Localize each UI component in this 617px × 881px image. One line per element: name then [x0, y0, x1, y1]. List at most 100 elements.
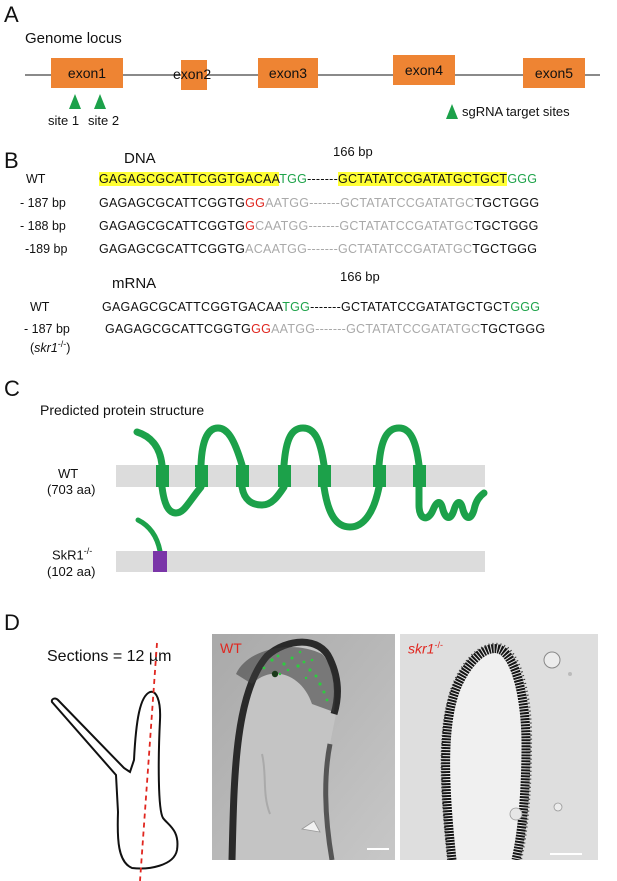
tm4: [278, 465, 291, 487]
skr1-micrograph-image: [400, 634, 598, 860]
protein-mut-sup: -/-: [83, 546, 93, 556]
dna-m187-seg1: GAGAGCGCATTCGGTG: [99, 196, 246, 210]
dna-m187-sequence: GAGAGCGCATTCGGTGGGAATGG-------GCTATATCCG…: [99, 196, 539, 210]
dna-m189-sequence: GAGAGCGCATTCGGTGACAATGG-------GCTATATCCG…: [99, 242, 537, 256]
wt-membrane: [116, 465, 485, 487]
site1-label: site 1: [48, 113, 80, 128]
tm5: [318, 465, 331, 487]
mrna-m187-del1: AATGG: [271, 322, 316, 336]
skr1-sup: -/-: [434, 640, 443, 650]
sections-label: Sections = 12 µm: [47, 648, 172, 665]
dna-m188-del1: CAATGG: [255, 219, 309, 233]
mrna-sublabel-sup: -/-: [57, 339, 67, 349]
mrna-wt-gap: -------: [310, 300, 341, 314]
dna-m189-gap: -------: [307, 242, 338, 256]
panel-a-letter: A: [4, 2, 19, 27]
dna-m189-seg1: GAGAGCGCATTCGGTG: [99, 242, 246, 256]
tm7: [413, 465, 426, 487]
dna-bp-label: 166 bp: [333, 144, 373, 159]
skr1-micrograph: skr1-/-: [400, 634, 598, 860]
protein-wt-aa: (703 aa): [47, 482, 96, 497]
dna-m188-label: - 188 bp: [20, 219, 66, 233]
protein-mut-aa: (102 aa): [47, 564, 96, 579]
wt-tm-helices: [156, 465, 426, 487]
mrna-m187-del2: GCTATATCCGATATGC: [346, 322, 481, 336]
mrna-wt-label: WT: [30, 300, 50, 314]
skr1-micrograph-label: skr1-/-: [408, 640, 443, 657]
exon3: exon3: [258, 58, 318, 88]
mrna-wt-pam2: GGG: [510, 300, 541, 314]
dna-m188-seg2: TGCTGGG: [473, 219, 539, 233]
dna-wt-sequence: GAGAGCGCATTCGGTGACAATGG-------GCTATATCCG…: [99, 172, 537, 186]
skr1-gene: skr1: [408, 640, 435, 657]
panel-c-letter: C: [4, 376, 20, 401]
exon5-label: exon5: [534, 65, 574, 81]
dna-wt-pam1: TGG: [279, 172, 308, 186]
wt-protein-chain: [133, 424, 488, 531]
dna-m189-label: -189 bp: [25, 242, 68, 256]
dna-m187-insert: GG: [245, 196, 266, 210]
protein-title: Predicted protein structure: [40, 402, 205, 418]
sgrna-legend-icon: [446, 104, 458, 119]
dna-m188-del2: GCTATATCCGATATGC: [339, 219, 474, 233]
mrna-m187-gap: -------: [315, 322, 347, 336]
mut-truncated-domain: [153, 551, 167, 572]
mut-protein-chain: [135, 517, 163, 554]
mrna-m187-insert: GG: [251, 322, 272, 336]
tm2: [195, 465, 208, 487]
exon1-label: exon1: [67, 65, 107, 81]
exon4-label: exon4: [404, 62, 444, 78]
exon4: exon4: [393, 55, 455, 85]
mrna-m187-seg2: TGCTGGG: [480, 322, 546, 336]
dna-m188-sequence: GAGAGCGCATTCGGTGGCAATGG-------GCTATATCCG…: [99, 219, 539, 233]
wt-micrograph-label: WT: [220, 640, 242, 656]
tm6: [373, 465, 386, 487]
panel-d-letter: D: [4, 610, 20, 635]
wt-micrograph-image: [212, 634, 395, 860]
dna-m188-gap: -------: [308, 219, 340, 233]
panel-b-letter: B: [4, 148, 19, 173]
dna-m189-del2: GCTATATCCGATATGC: [337, 242, 473, 256]
dna-wt-gap: -------: [307, 172, 338, 186]
tm3: [236, 465, 249, 487]
exon1: exon1: [51, 58, 123, 88]
mrna-title: mRNA: [112, 275, 157, 292]
dna-wt-seg1: GAGAGCGCATTCGGTGACAA: [99, 172, 280, 186]
dna-m187-seg2: TGCTGGG: [474, 196, 540, 210]
dna-wt-seg2: GCTATATCCGATATGCTGCT: [337, 172, 508, 186]
exon3-label: exon3: [268, 65, 308, 81]
mrna-sublabel-gene: skr1: [34, 341, 58, 356]
exon2-label: exon2: [173, 66, 212, 82]
dna-wt-label: WT: [26, 172, 46, 186]
protein-mut-label: SkR1-/-: [52, 546, 92, 562]
sgrna-site1-icon: [69, 94, 81, 109]
mrna-m187-seg1: GAGAGCGCATTCGGTG: [105, 322, 252, 336]
dna-m187-gap: -------: [309, 196, 341, 210]
protein-wt-label: WT: [58, 466, 79, 481]
section-cut-line: [139, 642, 158, 881]
sgrna-site2-icon: [94, 94, 106, 109]
mrna-m187-sequence: GAGAGCGCATTCGGTGGGAATGG-------GCTATATCCG…: [105, 322, 545, 336]
genome-locus-title: Genome locus: [25, 30, 122, 47]
mrna-sublabel-close: ): [66, 341, 71, 356]
dna-m187-del1: AATGG: [265, 196, 310, 210]
mrna-wt-sequence: GAGAGCGCATTCGGTGACAATGG-------GCTATATCCG…: [102, 300, 540, 314]
tm1: [156, 465, 169, 487]
dna-title: DNA: [124, 150, 156, 167]
mrna-wt-seg1: GAGAGCGCATTCGGTGACAA: [102, 300, 283, 314]
wt-micrograph: WT: [212, 634, 395, 860]
mrna-m187-sublabel: (skr1-/-): [30, 339, 70, 355]
sgrna-legend-label: sgRNA target sites: [462, 104, 570, 119]
exon5: exon5: [523, 58, 585, 88]
mrna-wt-pam1: TGG: [282, 300, 311, 314]
mrna-m187-label: - 187 bp: [24, 322, 70, 336]
exon2: [181, 60, 207, 90]
dna-m188-seg1: GAGAGCGCATTCGGTG: [99, 219, 246, 233]
protein-mut-name: SkR1: [52, 547, 84, 563]
mrna-bp-label: 166 bp: [340, 269, 380, 284]
dna-m187-label: - 187 bp: [20, 196, 66, 210]
dna-wt-pam2: GGG: [507, 172, 538, 186]
dna-m189-del1: ACAATGG: [245, 242, 308, 256]
